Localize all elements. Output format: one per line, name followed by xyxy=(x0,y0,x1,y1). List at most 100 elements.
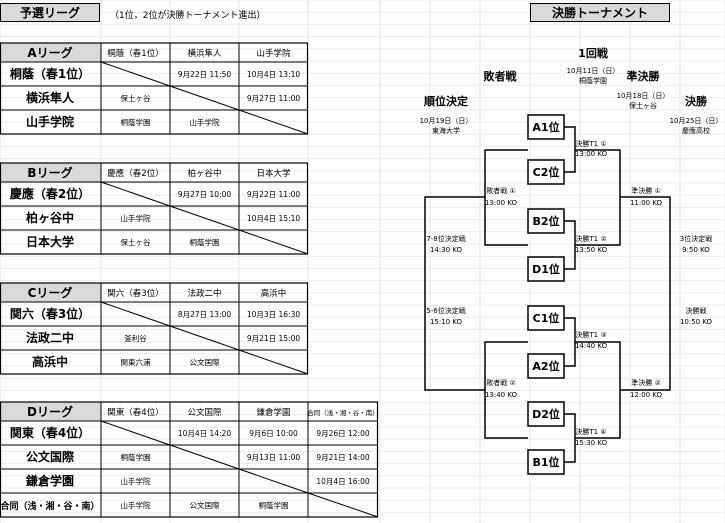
league-cell: 桐蔭学園 xyxy=(121,117,151,127)
league-cell: 9月21日 15:00 xyxy=(247,334,301,343)
league-cell: 桐蔭学園 xyxy=(259,500,289,510)
diagonal-line xyxy=(169,205,240,231)
diagonal-line xyxy=(238,229,309,255)
league-table: Dリーグ関東（春4位）公文国際鎌倉学園合同（浅・湘・谷・南）関東（春4位）10月… xyxy=(0,401,379,518)
league-cell: 保土ヶ谷 xyxy=(121,93,151,103)
league-cell: 保土ヶ谷 xyxy=(121,237,151,247)
league-team-name: 関東（春4位） xyxy=(10,425,90,440)
match-t1-4-time: 15:30 KO xyxy=(575,439,608,447)
league-cell: 桐蔭学園 xyxy=(121,452,151,462)
tournament-bracket: 1回戦 10月11日（日） 桐蔭学園 敗者戦 準決勝 10月18日（日） 保土ヶ… xyxy=(420,46,723,475)
slot-b2 xyxy=(527,208,565,234)
league-col-header: 鎌倉学園 xyxy=(256,407,290,418)
league-team-name: 慶應（春2位） xyxy=(10,186,90,201)
league-name: Cリーグ xyxy=(28,285,73,300)
league-col-header: 横浜隼人 xyxy=(187,48,222,59)
slot-label: B2位 xyxy=(532,214,559,228)
league-cell: 9月6日 10:00 xyxy=(249,429,298,438)
league-cell: 10月4日 14:20 xyxy=(178,429,232,438)
league-col-header: 法政二中 xyxy=(187,288,221,299)
league-team-name: 桐蔭（春1位） xyxy=(10,66,90,81)
slot-label: D2位 xyxy=(532,407,560,421)
match-t1-2: 決勝T1 ② xyxy=(575,234,606,243)
league-team-name: 法政二中 xyxy=(26,330,74,345)
match-3rd-time: 9:50 KO xyxy=(682,246,710,254)
league-name-cell xyxy=(0,402,101,421)
match-final-time: 10:50 KO xyxy=(680,318,713,326)
league-border xyxy=(0,401,379,518)
semi-date: 10月18日（日） xyxy=(617,92,670,100)
slot-c2 xyxy=(527,159,565,185)
diagonal-line xyxy=(100,420,171,446)
final-date: 10月25日（日） xyxy=(670,117,723,125)
placement-venue: 東海大学 xyxy=(432,126,460,135)
slot-a1 xyxy=(527,114,565,140)
slot-label: A1位 xyxy=(532,120,559,134)
league-cell: 9月22日 11:50 xyxy=(178,70,232,79)
match-7-8: 7-8位決定戦 xyxy=(426,234,465,243)
match-t1-3-time: 14:40 KO xyxy=(575,342,608,350)
slot-label: B1位 xyxy=(532,455,559,469)
league-border xyxy=(0,162,309,255)
final-label: 決勝 xyxy=(685,94,708,108)
league-col-header: 柏ヶ谷中 xyxy=(187,168,221,179)
prelim-note: （1位，2位が決勝トーナメント進出） xyxy=(110,11,266,21)
league-name-cell xyxy=(0,163,101,182)
tournament-title: 決勝トーナメント xyxy=(530,3,670,22)
league-name-cell xyxy=(0,283,101,302)
slot-label: A2位 xyxy=(532,359,559,373)
match-semi-2-time: 12:00 KO xyxy=(630,391,663,399)
match-5-6: 5-6位決定戦 xyxy=(426,306,465,315)
league-cell: 山手学院 xyxy=(121,476,151,486)
diagonal-line xyxy=(238,109,309,135)
league-cell: 9月27日 10:00 xyxy=(178,190,232,199)
league-team-name: 合同（浅・湘・谷・南） xyxy=(0,500,99,512)
semi-venue: 保土ヶ谷 xyxy=(629,101,657,110)
league-col-header: 山手学院 xyxy=(256,48,291,59)
league-cell: 10月4日 16:00 xyxy=(316,477,370,486)
match-losers-1: 敗者戦 ① xyxy=(486,186,516,195)
league-name: Bリーグ xyxy=(27,165,72,180)
league-name: Aリーグ xyxy=(27,45,72,60)
league-cell: 桐蔭学園 xyxy=(190,237,220,247)
round1-date: 10月11日（日） xyxy=(567,67,620,75)
slot-d1 xyxy=(527,256,565,282)
prelim-title: 予選リーグ xyxy=(0,3,100,22)
league-team-name: 山手学院 xyxy=(26,114,74,129)
match-losers-2-time: 13:40 KO xyxy=(485,391,518,399)
league-team-name: 鎌倉学園 xyxy=(25,473,74,488)
league-col-header: 公文国際 xyxy=(187,407,222,418)
league-cell: 公文国際 xyxy=(190,357,220,367)
league-cell: 関東六浦 xyxy=(121,357,151,367)
final-venue: 慶應高校 xyxy=(682,126,710,135)
league-col-header: 合同（浅・湘・谷・南） xyxy=(307,408,379,417)
diagonal-line xyxy=(100,181,171,207)
match-labels: 決勝T1 ① 13:00 KO 決勝T1 ② 13:50 KO 決勝T1 ③ 1… xyxy=(426,139,712,447)
diagonal-line xyxy=(169,325,240,351)
diagonal-line xyxy=(307,492,379,518)
league-col-header: 関六（春3位） xyxy=(107,288,163,299)
league-team-name: 柏ヶ谷中 xyxy=(26,210,74,225)
league-border xyxy=(0,42,309,135)
slot-label: D1位 xyxy=(532,262,560,276)
league-col-header: 桐蔭（春1位） xyxy=(107,48,163,59)
league-team-name: 日本大学 xyxy=(26,234,74,249)
match-semi-1: 準決勝 ① xyxy=(631,186,661,195)
league-col-header: 関東（春4位） xyxy=(107,407,163,418)
diagonal-line xyxy=(238,468,309,494)
placement-label: 順位決定 xyxy=(424,94,468,108)
losers-label: 敗者戦 xyxy=(484,69,518,83)
slot-c1 xyxy=(527,305,565,331)
match-t1-1: 決勝T1 ① xyxy=(575,139,606,148)
match-t1-4: 決勝T1 ④ xyxy=(575,427,606,436)
league-cell: 9月21日 14:00 xyxy=(316,453,370,462)
slot-label: C2位 xyxy=(533,165,560,179)
semi-label: 準決勝 xyxy=(627,69,661,83)
match-semi-1-time: 11:00 KO xyxy=(630,199,663,207)
diagonal-line xyxy=(238,349,309,375)
